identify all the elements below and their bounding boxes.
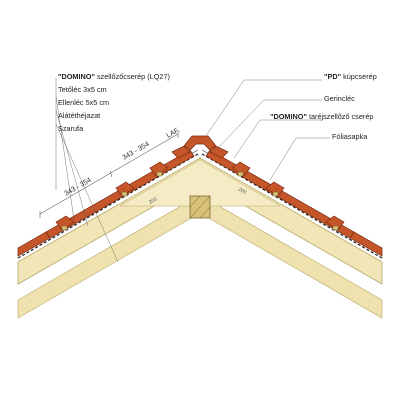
label-tetolec: Tetőléc 3x5 cm	[58, 85, 107, 94]
label-szarufa: Szarufa	[58, 124, 84, 133]
label-pd-strong: "PD"	[324, 72, 342, 81]
ridge-vent-tile-left	[171, 145, 191, 159]
label-alatethejazat: Alátéthéjazat	[58, 111, 101, 120]
label-gerinclec: Gerincléc	[324, 94, 355, 103]
dim-small-right: 200	[237, 187, 247, 196]
label-pd-rest: kúpcserép	[341, 72, 377, 81]
dim-laf-label: LAF.	[166, 127, 182, 140]
dim-upper-label: 343 - 354	[122, 141, 151, 162]
label-domino-rest: szellőzőcserép (LQ27)	[94, 72, 170, 81]
label-domino2-strong: "DOMINO"	[270, 112, 307, 121]
label-pd-ridge-tile: "PD" kúpcserép	[324, 73, 377, 80]
ridge-vent-tile-right	[209, 145, 229, 159]
label-domino-ridge-vent: "DOMINO" taréjszellőző cserép	[270, 113, 373, 120]
dim-small-left: 200	[148, 196, 158, 205]
label-domino-strong: "DOMINO"	[58, 72, 95, 81]
leader-lines	[55, 78, 330, 263]
label-ellenlec: Ellenléc 5x5 cm	[58, 98, 110, 107]
label-domino2-rest: taréjszellőző cserép	[306, 112, 374, 121]
label-foliasapka: Fóliasapka	[332, 132, 368, 141]
battens	[61, 171, 339, 231]
label-domino-vent-tile: "DOMINO" szellőzőcserép (LQ27)	[58, 73, 170, 80]
dim-lower-label: 343 - 354	[64, 177, 93, 198]
dim-line	[39, 133, 179, 215]
ridge-cap-tile	[183, 135, 217, 151]
